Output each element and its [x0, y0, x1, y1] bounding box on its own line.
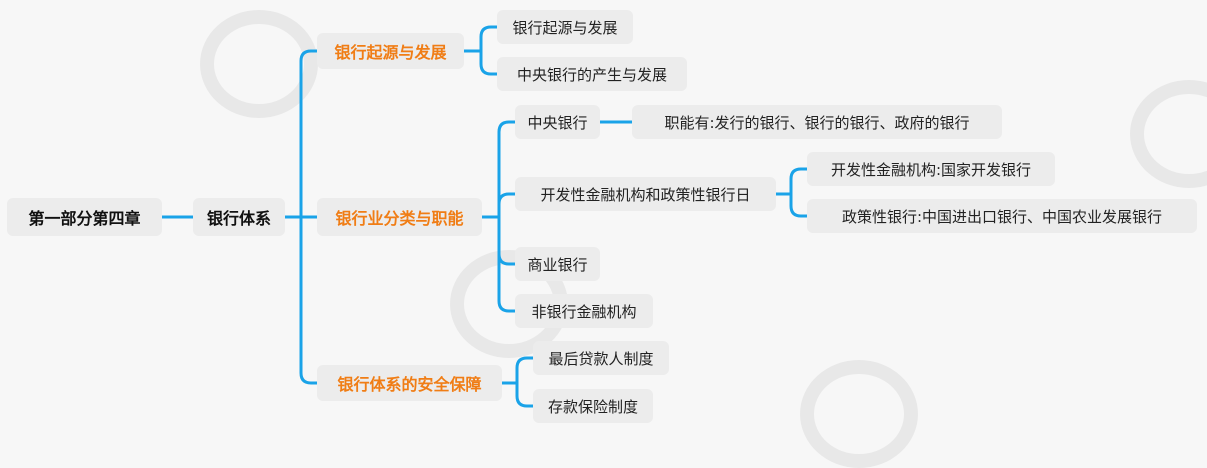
root-node[interactable]: 第一部分第四章 — [7, 198, 162, 236]
connector — [299, 215, 319, 385]
level1-node[interactable]: 银行体系 — [193, 198, 285, 236]
connector — [299, 49, 319, 219]
leaf-policy-banks[interactable]: 政策性银行:中国进出口银行、中国农业发展银行 — [807, 199, 1197, 233]
branch-classification-node[interactable]: 银行业分类与职能 — [317, 198, 482, 236]
connector — [479, 49, 499, 76]
leaf-lender-of-last-resort[interactable]: 最后贷款人制度 — [533, 341, 669, 375]
connector — [789, 167, 809, 196]
leaf-central-bank-functions[interactable]: 职能有:发行的银行、银行的银行、政府的银行 — [632, 105, 1002, 139]
connector — [497, 192, 517, 219]
leaf-deposit-insurance[interactable]: 存款保险制度 — [533, 389, 653, 423]
leaf-development-policy-banks[interactable]: 开发性金融机构和政策性银行日 — [515, 177, 776, 211]
leaf-nonbank-institutions[interactable]: 非银行金融机构 — [515, 294, 653, 328]
connector — [497, 215, 517, 313]
leaf-commercial-bank[interactable]: 商业银行 — [515, 247, 600, 281]
connector — [515, 381, 535, 408]
branch-origin-node[interactable]: 银行起源与发展 — [317, 33, 464, 69]
leaf-central-bank[interactable]: 中央银行 — [515, 105, 600, 139]
mindmap-canvas: 第一部分第四章 银行体系 银行起源与发展 银行业分类与职能 银行体系的安全保障 … — [7, 10, 1207, 468]
branch-safety-node[interactable]: 银行体系的安全保障 — [317, 365, 502, 401]
leaf-central-bank-origin[interactable]: 中央银行的产生与发展 — [497, 57, 687, 91]
leaf-development-finance[interactable]: 开发性金融机构:国家开发银行 — [807, 152, 1055, 186]
connector — [497, 120, 517, 219]
connector — [515, 356, 535, 385]
connector — [497, 215, 517, 266]
connector — [479, 25, 499, 53]
connector — [789, 192, 809, 218]
leaf-origin-development[interactable]: 银行起源与发展 — [497, 10, 633, 44]
connector-lines — [160, 25, 809, 408]
